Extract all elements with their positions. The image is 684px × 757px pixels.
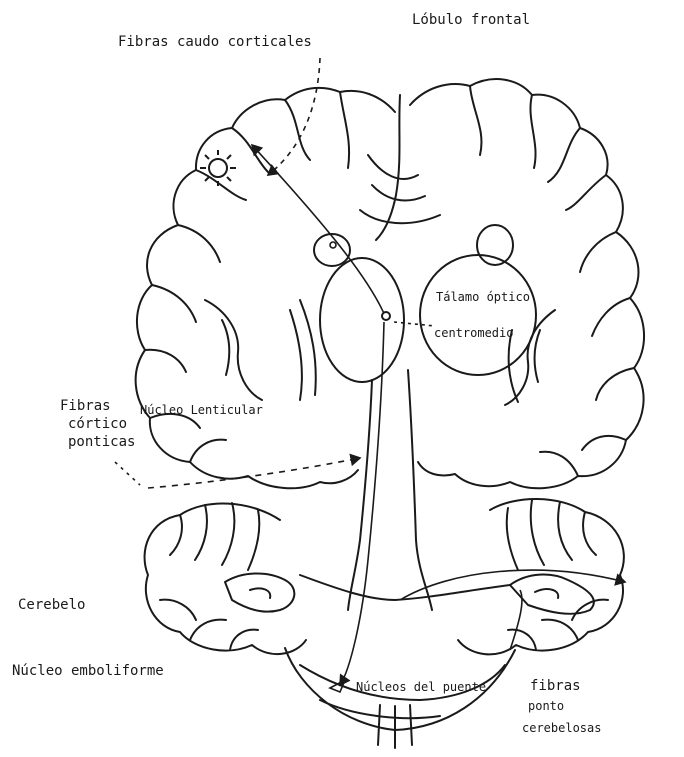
label-nucleos-del-puente: Núcleos del puente: [356, 680, 486, 694]
caudate-left: [314, 234, 350, 266]
internal-capsule-left: [290, 300, 316, 400]
left-gyrus-1: [152, 92, 349, 322]
label-ponto-line2: ponto: [528, 699, 564, 713]
thalamus-right: [420, 255, 536, 375]
label-nucleo-lenticular: Núcleo Lenticular: [140, 403, 263, 417]
thalamo-cortical-fiber: [252, 145, 386, 318]
label-centromedio: centromedio: [434, 326, 513, 340]
label-talamo-optico: Tálamo óptico: [436, 290, 530, 304]
label-lobulo-frontal: Lóbulo frontal: [412, 12, 530, 28]
emboliform-left: [225, 574, 294, 612]
cerebellum-left-folia: [160, 503, 259, 650]
label-cerebelo: Cerebelo: [18, 597, 85, 613]
label-ponticas-line3: ponticas: [68, 434, 135, 450]
label-fibras-ponto-line1: fibras: [530, 678, 581, 694]
right-insula: [505, 310, 555, 405]
lateral-ventricles: [360, 155, 440, 223]
cortical-neuron: [200, 150, 236, 186]
label-cortico-line2: córtico: [68, 416, 127, 432]
right-gyrus-2: [540, 368, 634, 476]
label-fibras-line1: Fibras: [60, 398, 111, 414]
label-fibras-caudo-corticales: Fibras caudo corticales: [118, 34, 312, 50]
label-cerebelosas-line3: cerebelosas: [522, 721, 601, 735]
descending-fiber: [340, 322, 384, 685]
brainstem: [348, 370, 432, 610]
left-hemisphere-outline: [136, 88, 395, 488]
caudate-right: [477, 225, 513, 265]
label-nucleo-emboliforme: Núcleo emboliforme: [12, 663, 164, 679]
left-insula: [205, 300, 262, 400]
